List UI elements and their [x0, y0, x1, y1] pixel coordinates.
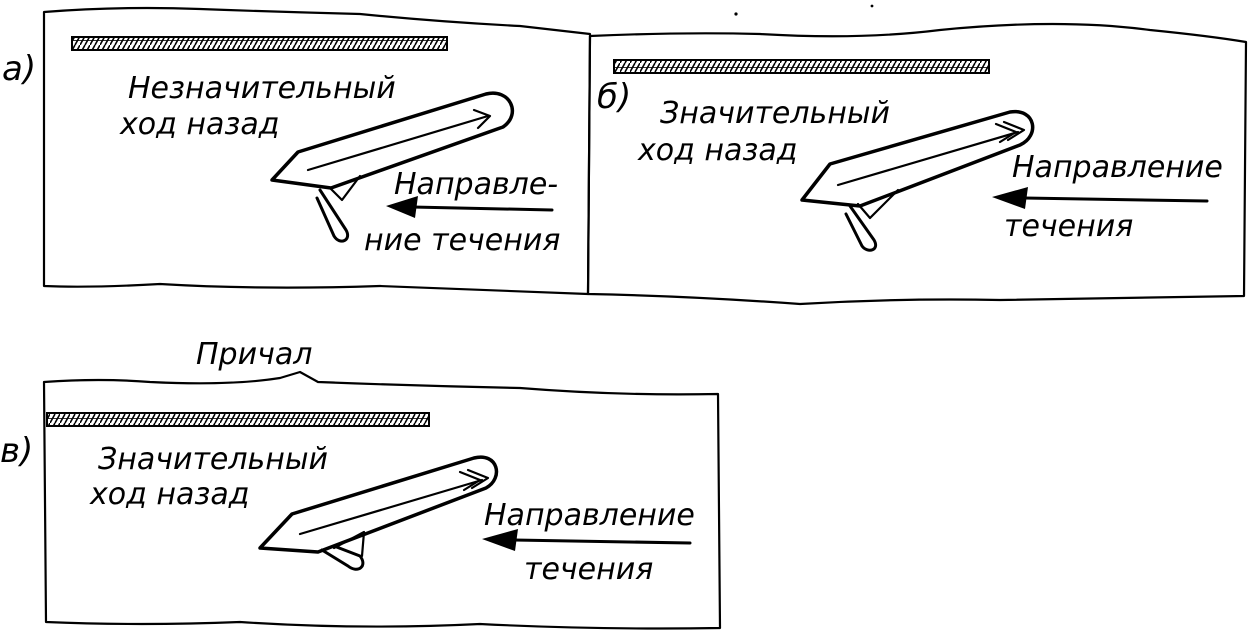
panel-a-movement-line2: ход назад: [119, 107, 279, 142]
pier-c: [46, 412, 430, 427]
panel-a-letter: а): [2, 49, 36, 89]
panel-b-current-line2: течения: [1004, 209, 1133, 244]
panel-b-movement-line1: Значительный: [660, 96, 890, 131]
panel-c-movement-line2: ход назад: [89, 477, 249, 512]
panel-b-letter: б): [597, 77, 631, 117]
speck-1: [734, 12, 738, 16]
panel-c: Причал в) Значительный ход назад Направл…: [0, 337, 722, 630]
vessel-c: [258, 455, 499, 571]
panel-c-current-line1: Направление: [484, 498, 695, 533]
current-arrow-b: [992, 187, 1209, 209]
panel-a-movement-line1: Незначительный: [128, 71, 396, 106]
current-arrow-a: [386, 196, 554, 218]
panel-b-current-line1: Направление: [1012, 150, 1223, 185]
panel-c-current-line2: течения: [524, 552, 653, 587]
pier-a: [71, 36, 448, 51]
panel-b-movement-line2: ход назад: [637, 133, 797, 168]
vessel-b: [800, 110, 1035, 252]
panel-b-frame: [586, 22, 1248, 306]
pier-label: Причал: [196, 337, 312, 372]
panel-c-movement-line1: Значительный: [98, 442, 328, 477]
speck-2: [870, 4, 874, 8]
vessel-a: [270, 91, 515, 243]
panel-c-letter: в): [0, 431, 33, 471]
panel-c-frame: [42, 370, 722, 630]
panel-a-current-line1: Направле-: [394, 167, 558, 202]
panel-b: б) Значительный ход назад Направление те…: [586, 22, 1248, 306]
panel-a-current-line2: ние течения: [364, 223, 560, 258]
pier-b: [613, 59, 990, 74]
current-arrow-c: [482, 529, 692, 551]
panel-a: а) Незначительный ход назад Направле- ни…: [2, 6, 592, 296]
